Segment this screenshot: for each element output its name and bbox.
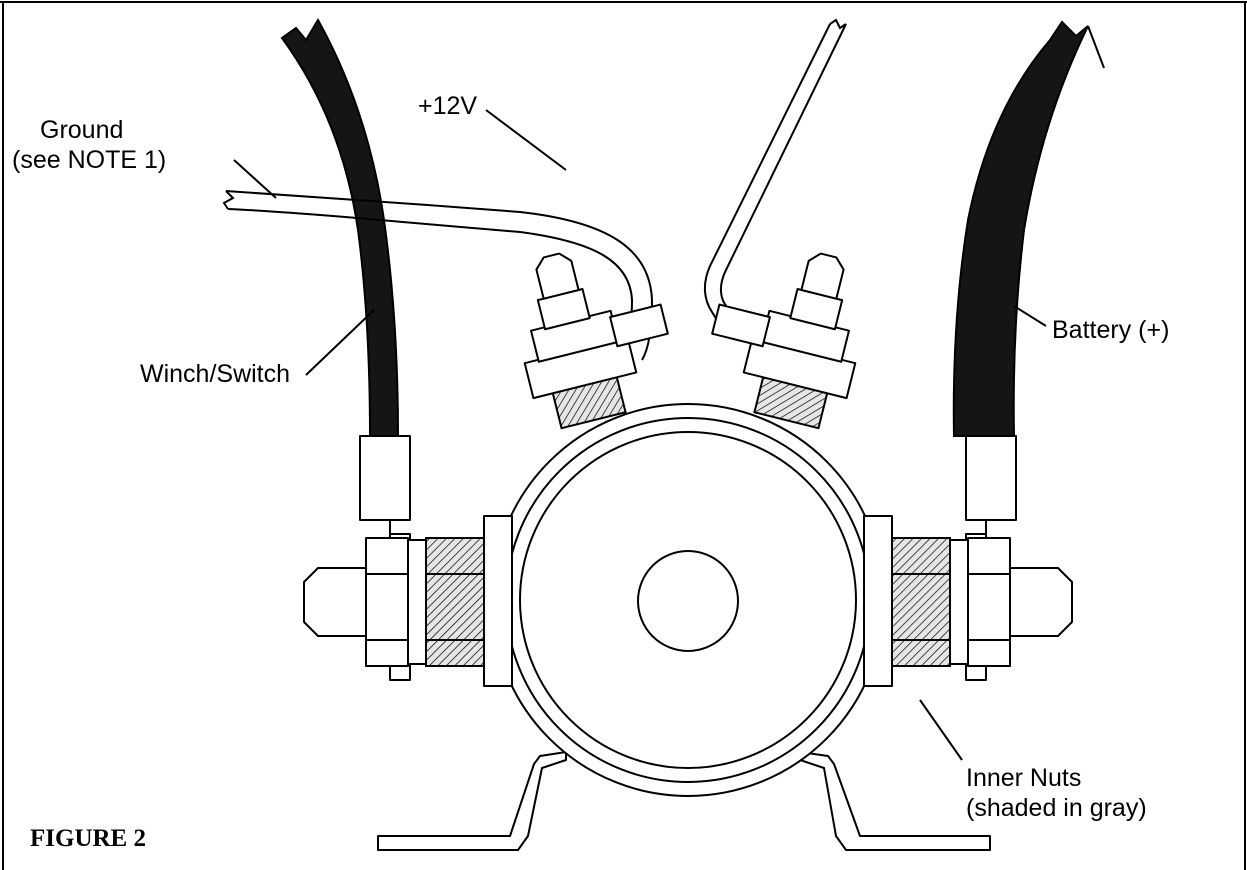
figure-caption: FIGURE 2 (30, 825, 146, 852)
winch-switch-cable (280, 18, 400, 437)
inner-nuts-label: Inner Nuts (966, 764, 1081, 792)
left-top-terminal (523, 252, 669, 430)
plus12v-label: +12V (418, 92, 477, 120)
battery-cable (952, 20, 1089, 437)
leader-lines (233, 109, 1047, 761)
inner-nuts-note-label: (shaded in gray) (966, 794, 1147, 822)
right-top-terminal (711, 252, 857, 430)
winch-switch-label: Winch/Switch (140, 360, 290, 388)
ground-note-label: (see NOTE 1) (12, 146, 166, 174)
battery-label: Battery (+) (1052, 316, 1169, 344)
left-side-terminal (303, 435, 513, 687)
right-side-terminal (863, 435, 1073, 687)
ground-label: Ground (40, 116, 123, 144)
solenoid-body (491, 403, 885, 797)
